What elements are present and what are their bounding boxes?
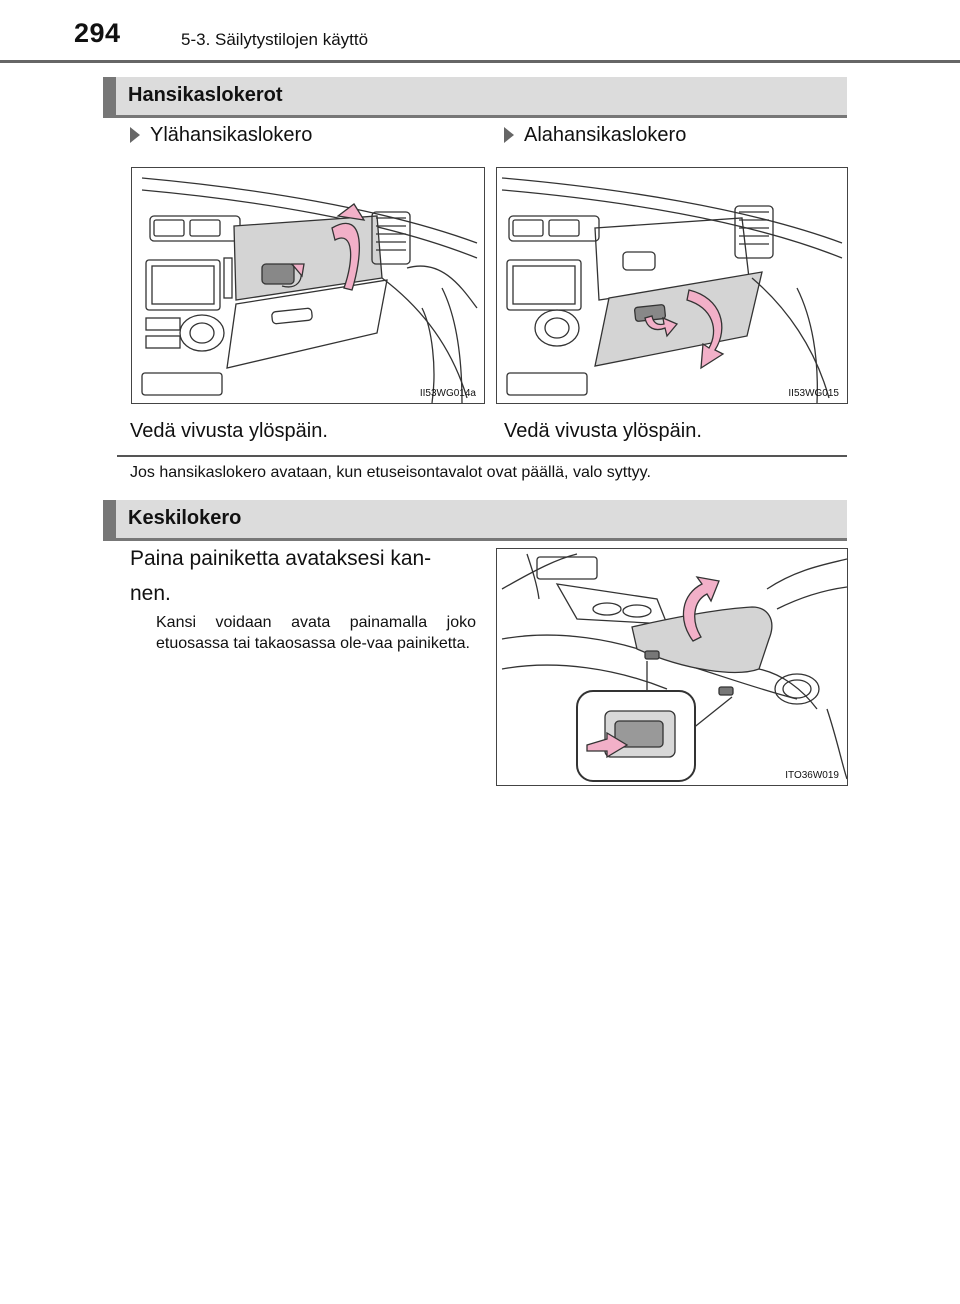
upper-glove-box-caption: Vedä vivusta ylöspäin. — [130, 420, 328, 442]
step-detail: Kansi voidaan avata painamalla joko etuo… — [156, 614, 476, 652]
page-number: 294 — [74, 18, 121, 48]
section-title: Keskilokero — [128, 507, 242, 529]
triangle-bullet-icon — [130, 127, 140, 143]
figure-code: ITO36W019 — [785, 770, 839, 781]
upper-glove-box-heading: Ylähansikaslokero — [130, 124, 312, 147]
lower-glove-box-illustration: II53WG015 — [496, 167, 848, 404]
section-heading-glove-boxes: Hansikaslokerot — [103, 77, 847, 118]
lower-glove-box-label: Alahansikaslokero — [524, 124, 687, 146]
figure-code: II53WG014a — [419, 388, 476, 399]
figure-code: II53WG015 — [788, 388, 839, 399]
upper-glove-box-label: Ylähansikaslokero — [150, 124, 313, 146]
step-line-2: nen. — [130, 582, 171, 605]
section-heading-console-box: Keskilokero — [103, 500, 847, 541]
note-divider — [117, 455, 847, 457]
header-rule — [0, 60, 960, 63]
lower-glove-box-heading: Alahansikaslokero — [504, 124, 686, 147]
console-box-illustration: ITO36W019 — [496, 548, 848, 786]
glove-box-light-note: Jos hansikaslokero avataan, kun etuseiso… — [130, 464, 651, 481]
step-line-1: Paina painiketta avataksesi kan- — [130, 547, 432, 570]
chapter-title: 5-3. Säilytystilojen käyttö — [181, 30, 369, 49]
upper-glove-box-illustration: II53WG014a — [131, 167, 485, 404]
step-instruction: Paina painiketta avataksesi kan- nen. — [130, 541, 465, 611]
section-title: Hansikaslokerot — [128, 84, 283, 106]
lower-glove-box-caption: Vedä vivusta ylöspäin. — [504, 420, 702, 442]
triangle-bullet-icon — [504, 127, 514, 143]
